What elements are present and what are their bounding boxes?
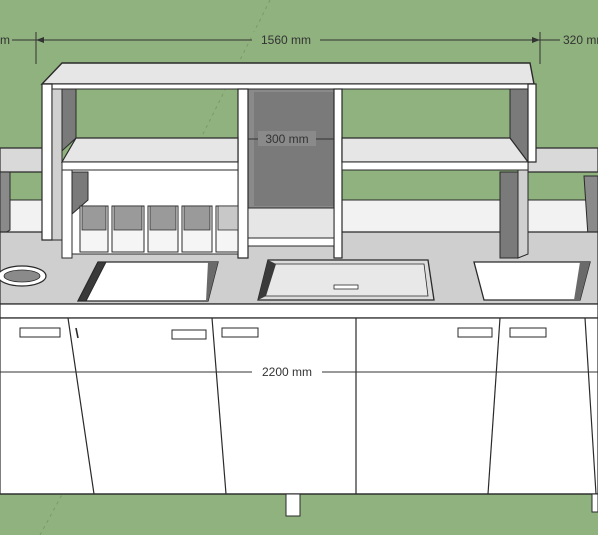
- right-sink: [473, 261, 591, 301]
- door-handle: [171, 329, 207, 340]
- container-4-inner: [183, 205, 211, 231]
- dim-label-bg: [258, 131, 316, 146]
- dim-label-shelf-width: 1560 mm: [261, 33, 311, 47]
- left-sink-wall-right: [206, 262, 218, 301]
- door-divider: [584, 317, 597, 495]
- shelf-right-leg-shade: [499, 171, 519, 259]
- center-low-shelf: [247, 207, 335, 239]
- shelf-divider-left: [237, 88, 249, 259]
- dim-label-bg: [252, 364, 322, 379]
- shelf-top-edge: [41, 83, 535, 90]
- dim-label-bg: [252, 32, 320, 47]
- containers-group: [79, 205, 239, 253]
- center-drainboard-inner: [263, 263, 429, 297]
- lower-bay-shadow: [71, 171, 89, 216]
- middle-shelf-left-edge: [61, 161, 239, 171]
- dim-label-side-width: 320 mm: [563, 33, 598, 47]
- container-1-inner: [81, 205, 107, 231]
- shelf-left-panel-inner: [51, 88, 63, 241]
- right-side-shelf: [527, 147, 598, 173]
- cabinet-base: [0, 317, 598, 495]
- door-hinge-mark: [75, 327, 79, 339]
- center-opening-shade: [254, 92, 334, 206]
- dim-label-bg: [0, 32, 12, 47]
- dim-label-left: m: [0, 33, 10, 47]
- middle-shelf-left: [60, 137, 239, 163]
- lower-left-post: [61, 169, 73, 259]
- dim-label-bg: [560, 32, 598, 47]
- right-side-post: [583, 175, 598, 241]
- door-handle: [457, 327, 493, 338]
- door-divider: [487, 317, 501, 495]
- left-sink-wall: [77, 261, 107, 302]
- door-handle: [509, 327, 547, 338]
- shelf-top-board: [40, 62, 535, 85]
- middle-shelf-right-edge: [341, 161, 529, 171]
- dim-label-shelf-gap: 300 mm: [265, 132, 308, 146]
- right-sink-wall: [574, 262, 590, 300]
- shelf-divider-right: [333, 88, 343, 259]
- waste-hole-inner: [3, 269, 41, 283]
- container-2-inner: [113, 205, 143, 231]
- door-handle: [221, 327, 259, 338]
- counter-front-edge: [0, 303, 598, 319]
- cabinet-leg: [285, 493, 301, 517]
- door-divider: [211, 317, 227, 495]
- shelf-left-panel: [41, 83, 53, 241]
- door-divider: [67, 317, 95, 495]
- container-5-inner: [217, 205, 239, 231]
- middle-shelf-right: [341, 137, 530, 163]
- center-low-shelf-edge: [247, 237, 335, 247]
- container-3-inner: [149, 205, 177, 231]
- center-drainboard-shadow: [258, 260, 276, 300]
- shelf-right-panel: [527, 83, 537, 163]
- shelf-right-leg: [517, 160, 529, 259]
- door-handle: [19, 327, 61, 338]
- drain-slot: [333, 284, 359, 290]
- dim-label-overall-width: 2200 mm: [262, 365, 312, 379]
- dim-arrow: [36, 37, 44, 43]
- cabinet-leg: [591, 493, 598, 513]
- left-side-post: [0, 171, 11, 237]
- dim-arrow: [532, 37, 540, 43]
